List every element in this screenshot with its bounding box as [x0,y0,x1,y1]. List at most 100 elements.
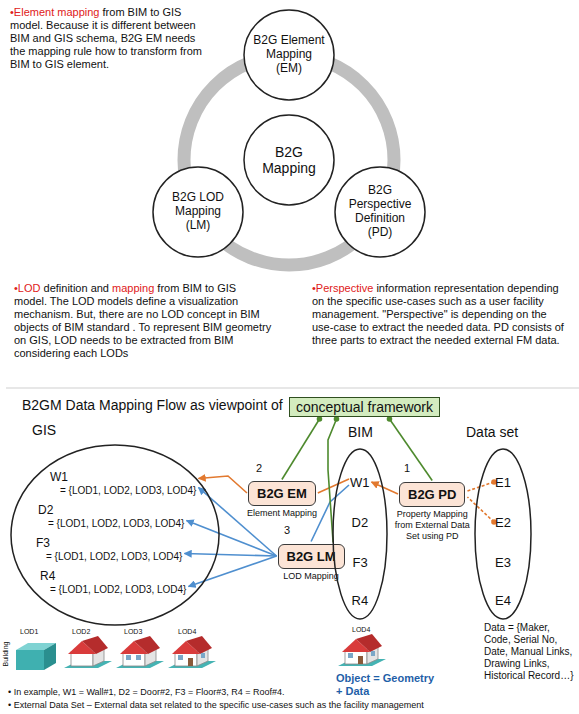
object-note: Object = Geometry + Data [336,672,436,698]
element-id: D2 [352,515,369,530]
element-id: W1 [350,475,370,490]
connector [189,556,277,587]
element-item: W1= {LOD1, LOD2, LOD3, LOD4} [50,470,196,497]
element-item: E1 [495,475,511,490]
element-id: E4 [495,593,511,608]
concept-circle: B2G Mapping [243,114,335,206]
element-id: R4 [352,593,369,608]
note-text: •Perspective [312,282,373,294]
element-id: D2 [38,503,184,518]
mapping-box: B2G PDProperty Mapping from External Dat… [399,482,465,507]
element-item: D2= {LOD1, LOD2, LOD3, LOD4} [38,503,184,530]
box-caption: LOD Mapping [283,571,339,582]
lod-set: = {LOD1, LOD2, LOD3, LOD4} [46,551,182,563]
connector [187,521,277,557]
outline-shape [335,167,425,257]
note-text: •Element mapping [10,6,99,18]
note-paragraph: •Element mappingfrom BIM to GIS model. B… [10,6,210,71]
box-label: B2G LM [287,549,336,564]
callout-number: 2 [256,462,262,475]
outline-shape [333,449,387,619]
framework-tag: conceptual framework [289,397,440,417]
box-caption: Element Mapping [247,508,317,519]
note-text: •LOD [14,282,40,294]
element-item: E2 [495,515,511,530]
element-id: E3 [495,555,511,570]
connector-dot [387,416,393,422]
diagram-title: B2GM Data Mapping Flow as viewpoint of [22,397,283,413]
lod1-building [16,643,56,670]
outline-shape [244,10,334,100]
circle-label: B2G LOD Mapping (LM) [161,191,235,232]
lod-tag: LOD4 [352,626,370,634]
group-heading: BIM [348,424,373,440]
schema-ellipse: GISW1= {LOD1, LOD2, LOD3, LOD4}D2= {LOD1… [10,444,220,626]
axis-tag: Building [2,642,10,667]
note-text: mapping [112,282,154,294]
concept-circle: B2G LOD Mapping (LM) [152,166,244,258]
footnote: • External Data Set – External data set … [8,700,424,711]
element-id: R4 [40,569,186,584]
circle-label: B2G Perspective Definition (PD) [343,184,417,239]
outline-shape [244,115,334,205]
note-paragraph: •Perspectiveinformation representation d… [312,282,570,347]
box-label: B2G PD [408,487,456,502]
element-item: R4 [352,593,369,608]
element-id: F3 [36,536,182,551]
element-item: D2 [352,515,369,530]
connector [467,497,494,522]
element-id: E1 [495,475,511,490]
concept-circle: B2G Element Mapping (EM) [243,9,335,101]
circle-label: B2G Mapping [252,144,326,176]
callout-number: 3 [284,524,290,537]
schema-ellipse: Data setE1E2E3E4 [474,448,532,620]
lod-set: = {LOD1, LOD2, LOD3, LOD4} [48,518,184,530]
lod-tag: LOD4 [178,628,196,636]
outline-shape [11,445,219,625]
outline [10,444,220,626]
connector [390,419,433,481]
mapping-box: B2G EMElement Mapping [248,481,316,506]
connector [185,554,277,557]
group-heading: GIS [32,422,56,438]
element-item: R4= {LOD1, LOD2, LOD3, LOD4} [40,569,186,596]
footnote: • In example, W1 = Wall#1, D2 = Door#2, … [8,687,284,698]
bim-building [338,634,386,666]
outline-shape [475,449,531,619]
schema-ellipse: BIMW1D2F3R4 [332,448,388,620]
lod4-building [168,636,216,668]
lod-tag: LOD1 [20,628,38,636]
outline-shape [153,167,243,257]
element-id: E2 [495,515,511,530]
callout-number: 1 [404,462,410,475]
lod-tag: LOD2 [72,628,90,636]
circle-label: B2G Element Mapping (EM) [252,34,326,75]
connector-dot [334,416,340,422]
element-item: E4 [495,593,511,608]
element-id: W1 [50,470,196,485]
element-item: F3= {LOD1, LOD2, LOD3, LOD4} [36,536,182,563]
connector [328,419,337,543]
lod-set: = {LOD1, LOD2, LOD3, LOD4} [50,584,186,596]
element-item: W1 [350,475,370,490]
data-note: Data = {Maker, Code, Serial No, Date, Ma… [484,622,576,682]
group-heading: Data set [466,424,518,440]
element-item: F3 [353,555,368,570]
note-paragraph: •LODdefinition andmappingfrom BIM to GIS… [14,282,272,360]
concept-circle: B2G Perspective Definition (PD) [334,166,426,258]
box-caption: Property Mapping from External Data Set … [394,509,470,542]
connector [318,479,349,493]
connector-dot [317,416,323,422]
tag-label: conceptual framework [296,399,433,415]
box-label: B2G EM [257,486,307,501]
lod-tag: LOD3 [124,628,142,636]
connector [372,482,399,494]
lod-set: = {LOD1, LOD2, LOD3, LOD4} [60,485,196,497]
separator [6,388,579,389]
note-text: definition and [44,282,109,294]
element-item: E3 [495,555,511,570]
lod3-building [116,636,164,668]
element-id: F3 [353,555,368,570]
lod2-building [64,636,112,668]
connector [282,419,320,480]
